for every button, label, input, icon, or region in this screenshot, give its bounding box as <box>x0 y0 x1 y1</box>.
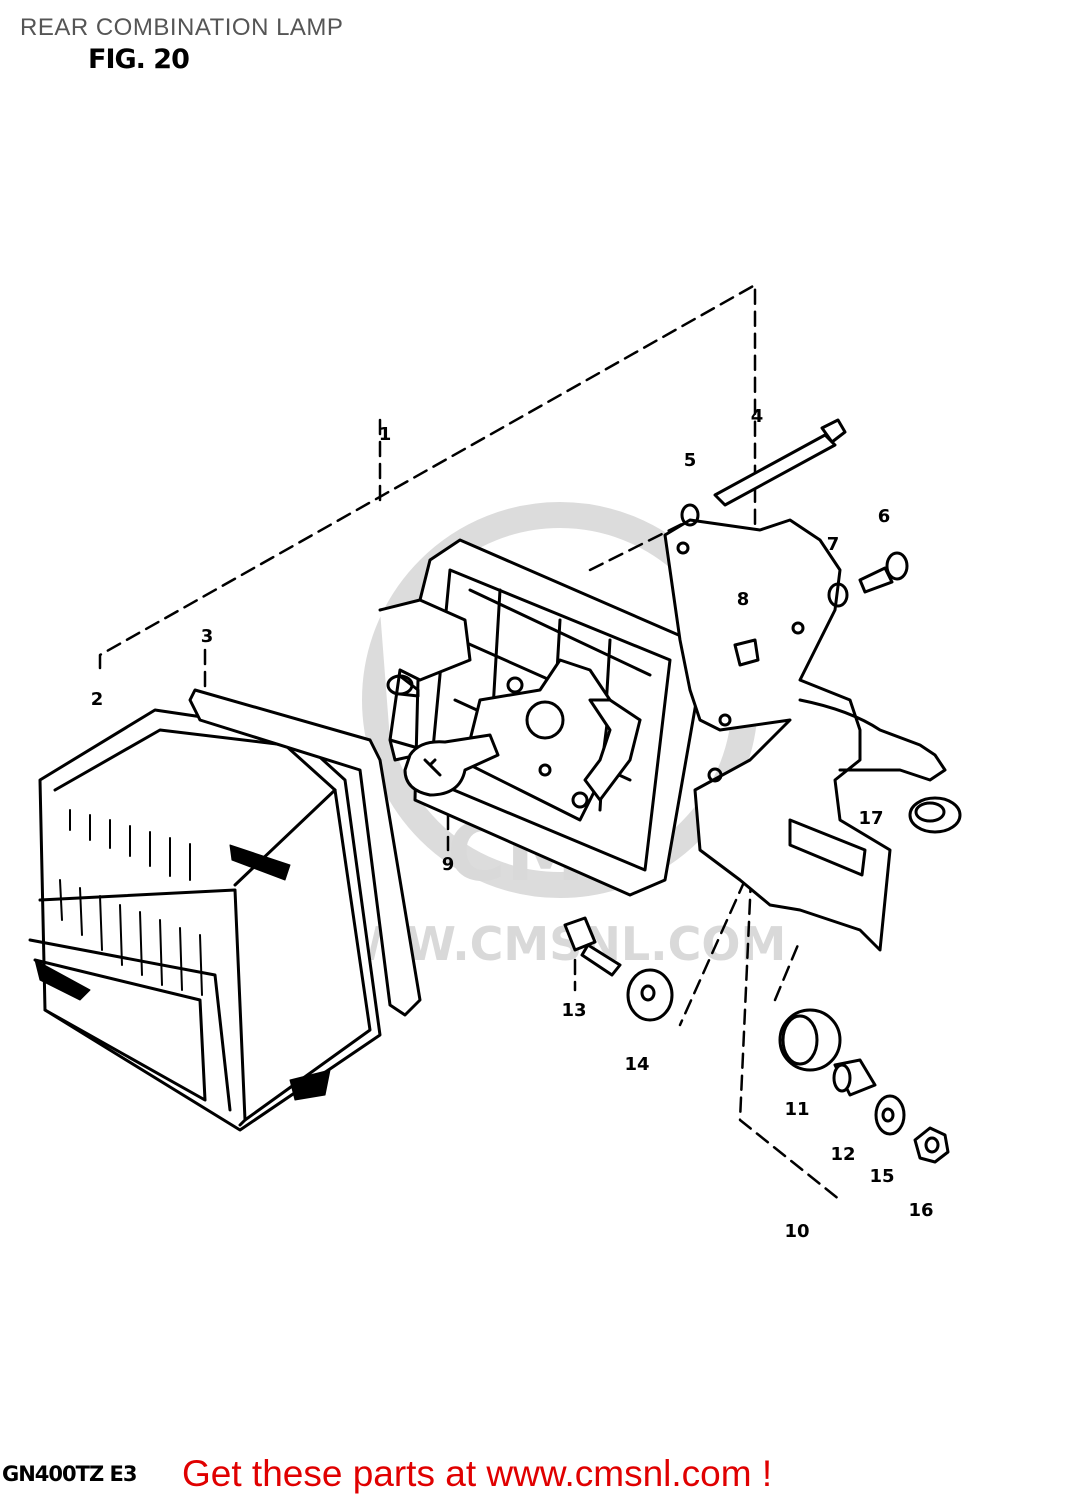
callout-7: 7 <box>827 534 840 555</box>
lamp-gasket <box>188 688 422 1017</box>
grommet-17 <box>908 796 962 834</box>
callout-2: 2 <box>91 689 104 710</box>
callout-6: 6 <box>878 506 891 527</box>
cushion-11 <box>778 1008 842 1072</box>
grommet-7 <box>827 582 849 608</box>
callout-8: 8 <box>737 589 750 610</box>
callout-15: 15 <box>869 1166 894 1187</box>
washer-15 <box>874 1094 906 1136</box>
callout-1: 1 <box>379 424 392 445</box>
figure-number: FIG. 20 <box>88 44 190 75</box>
screw-6 <box>858 551 909 594</box>
bolt-long <box>713 418 847 507</box>
callout-labels: 1 2 3 4 5 6 7 8 9 10 11 12 13 14 15 16 1… <box>91 406 934 1242</box>
lamp-lens <box>28 708 382 1132</box>
parts-store-link[interactable]: Get these parts at www.cmsnl.com ! <box>182 1453 773 1494</box>
callout-5: 5 <box>684 450 697 471</box>
callout-17: 17 <box>858 808 883 829</box>
callout-4: 4 <box>751 406 764 427</box>
callout-12: 12 <box>830 1144 855 1165</box>
bulb-socket-plate <box>378 598 642 822</box>
callout-16: 16 <box>908 1200 933 1221</box>
watermark-url: WWW.CMSNL.COM <box>304 917 787 971</box>
mounting-bracket <box>663 518 947 952</box>
callout-9: 9 <box>442 854 455 875</box>
callout-10: 10 <box>784 1221 809 1242</box>
damper-8 <box>733 638 760 667</box>
model-code: GN400TZ E3 <box>2 1462 137 1486</box>
callout-13: 13 <box>561 1000 586 1021</box>
callout-3: 3 <box>201 626 214 647</box>
callout-11: 11 <box>784 1099 809 1120</box>
diagram-title: REAR COMBINATION LAMP <box>20 14 344 41</box>
washer-5 <box>680 503 700 527</box>
collar-12 <box>832 1058 877 1097</box>
washer-14 <box>626 968 674 1022</box>
callout-14: 14 <box>624 1054 649 1075</box>
nut-16 <box>913 1126 950 1164</box>
bolt-13 <box>563 916 622 977</box>
bulb <box>403 733 500 797</box>
